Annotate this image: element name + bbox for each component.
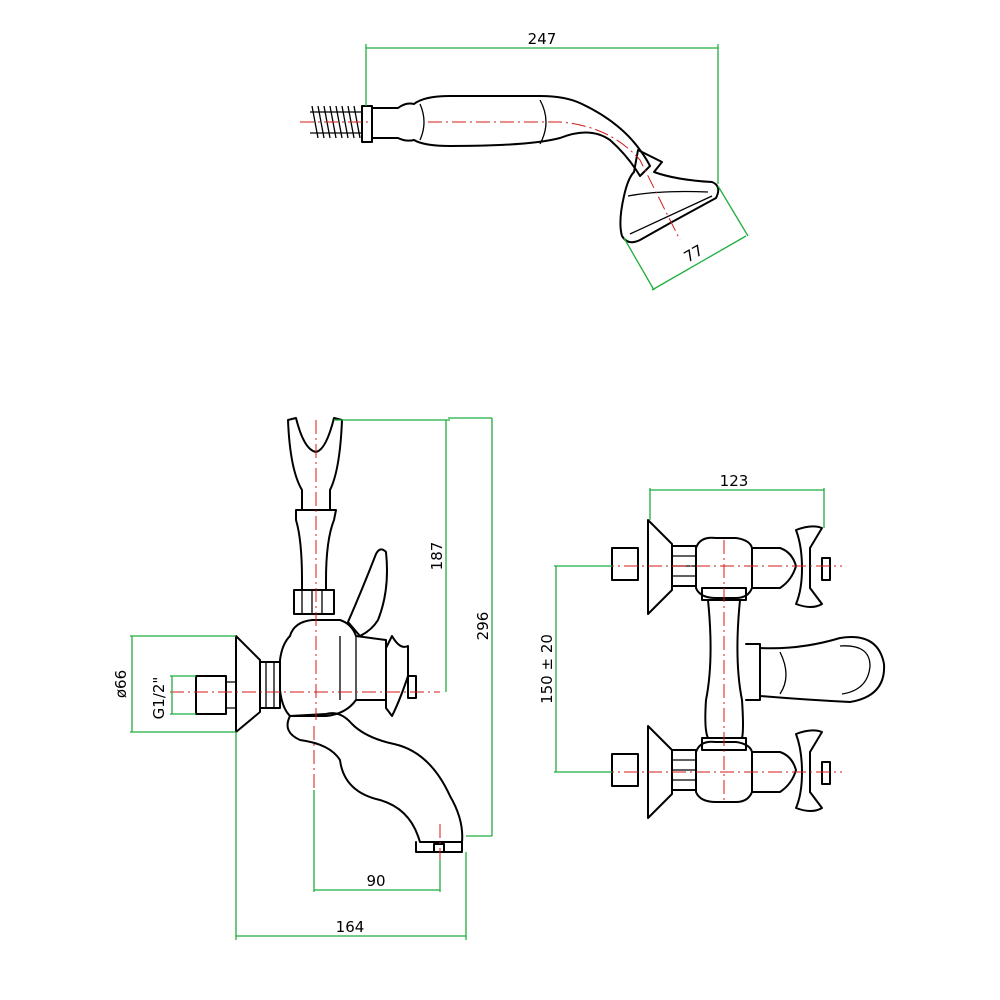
- dim-flange-diameter: ø66: [112, 635, 236, 733]
- inlet-pipe: [195, 675, 227, 715]
- dim-text-66: ø66: [112, 670, 130, 698]
- mixer-front-view: [600, 519, 886, 819]
- upper-valve: [611, 519, 831, 615]
- lower-valve: [611, 725, 831, 819]
- lower-handle-cap: [821, 761, 831, 785]
- lower-cross-handle: [795, 729, 823, 812]
- dim-thread: G1/2": [150, 675, 196, 720]
- dim-text-90: 90: [366, 872, 385, 890]
- dim-text-77: 77: [681, 241, 707, 266]
- handle-collar: [419, 103, 425, 141]
- wall-flange: [235, 635, 261, 733]
- dim-hand-shower-length: 247: [365, 30, 719, 184]
- lower-inlet-pipe: [611, 753, 639, 787]
- head-face: [629, 195, 713, 235]
- dim-text-296: 296: [474, 612, 492, 641]
- mixer-body: [279, 619, 387, 717]
- dim-handle-span: 123: [649, 472, 825, 528]
- upper-flange: [647, 519, 673, 615]
- dim-text-187: 187: [428, 542, 446, 571]
- upper-cross-handle: [795, 525, 823, 608]
- dim-text-150: 150 ± 20: [538, 634, 556, 704]
- hand-shower-view: [300, 95, 720, 244]
- dim-total-height: 296: [448, 417, 493, 837]
- dim-inlet-spacing: 150 ± 20: [538, 565, 612, 773]
- lower-cartridge: [751, 751, 797, 793]
- dim-holder-height: 187: [334, 419, 450, 692]
- shower-head: [619, 149, 720, 244]
- shower-handle: [371, 95, 651, 177]
- dim-total-depth: 164: [235, 732, 467, 940]
- shower-axis: [300, 121, 681, 241]
- cross-handle-side: [385, 635, 409, 717]
- upper-inlet-pipe: [611, 547, 639, 581]
- diverter-lever: [347, 548, 388, 637]
- dim-spout-projection: 90: [313, 790, 441, 892]
- dim-text-123: 123: [720, 472, 749, 490]
- connection-nut: [259, 661, 281, 709]
- mixer-side-view: [170, 417, 464, 862]
- upper-cartridge: [751, 547, 797, 589]
- hose-nut: [361, 105, 373, 143]
- dim-text-247: 247: [528, 30, 557, 48]
- holder-fork: [287, 417, 343, 511]
- holder-nut: [293, 589, 335, 615]
- handle-end-ring: [539, 99, 547, 145]
- spout-front: [759, 636, 886, 703]
- handle-cap: [407, 675, 417, 699]
- head-rim: [627, 190, 709, 197]
- upper-handle-cap: [821, 557, 831, 581]
- lower-flange: [647, 725, 673, 819]
- spout-neck: [745, 643, 761, 701]
- dim-text-thread: G1/2": [150, 677, 168, 720]
- dim-text-164: 164: [336, 918, 365, 936]
